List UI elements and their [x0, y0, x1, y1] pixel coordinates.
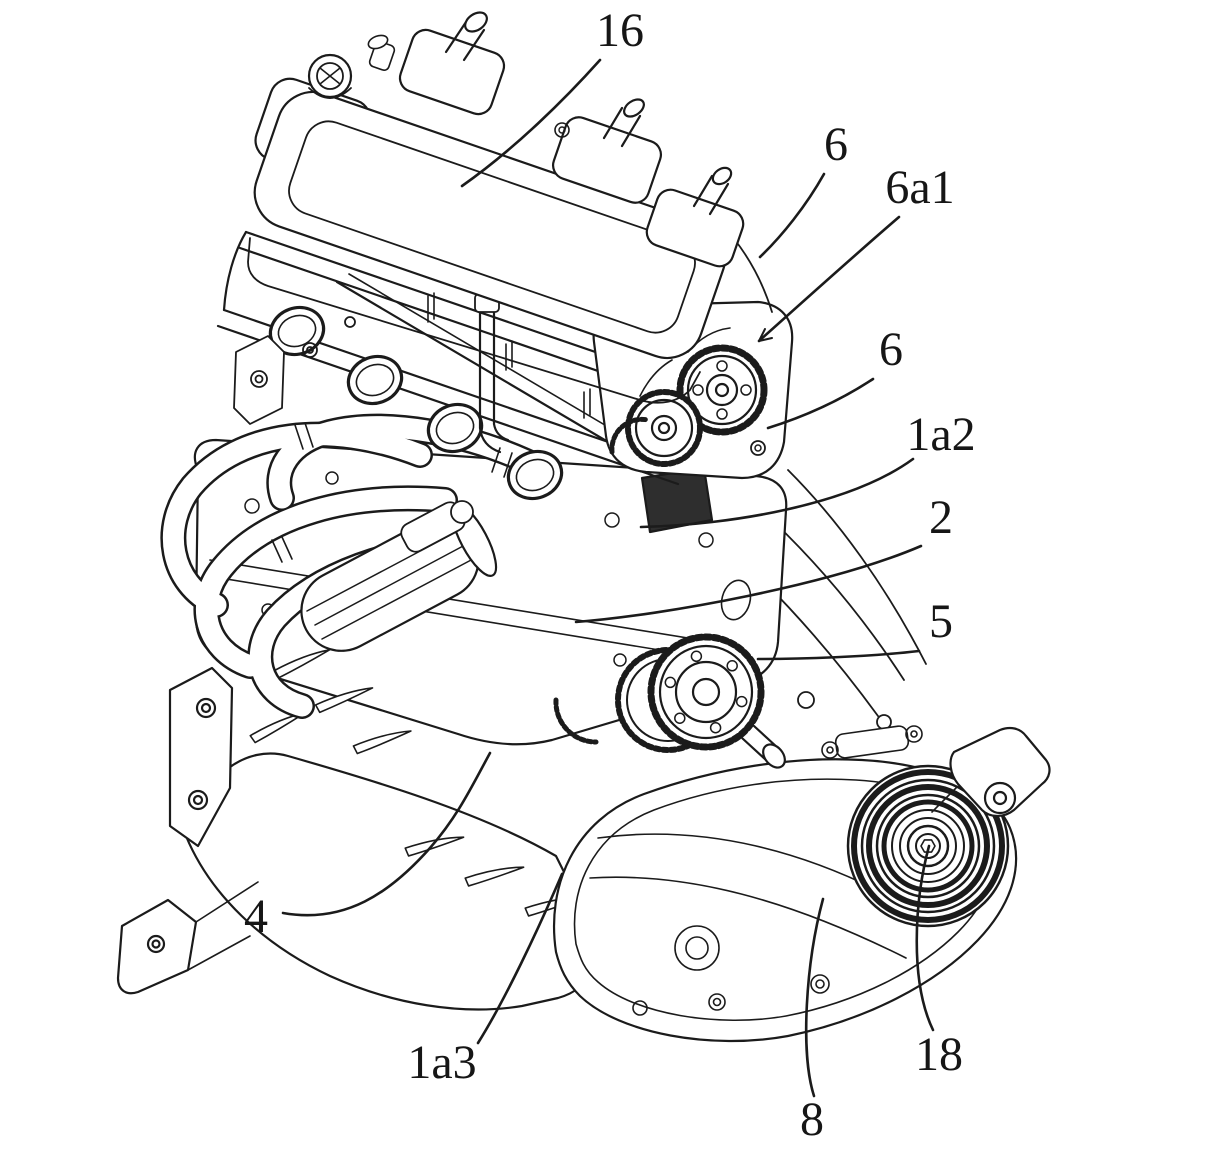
ref-label-2: 2 [929, 491, 953, 544]
cvt-top-linkage [821, 725, 923, 759]
breather-tower [367, 11, 506, 116]
leader-line-6-lower [766, 377, 875, 430]
output-gear-drawing [553, 633, 786, 769]
ref-label-4: 4 [244, 890, 268, 943]
leader-line-16 [460, 58, 602, 188]
ref-label-5: 5 [929, 595, 953, 648]
front-mount-bracket [168, 666, 234, 848]
ref-label-1a2: 1a2 [906, 408, 975, 461]
head-studs [427, 292, 591, 419]
leader-line-4 [281, 751, 492, 917]
ref-label-16: 16 [596, 4, 644, 57]
leader-line-5 [756, 649, 921, 661]
head-side-bracket [233, 316, 356, 425]
ref-label-18: 18 [915, 1028, 963, 1081]
ref-label-1a3: 1a3 [407, 1036, 476, 1089]
ref-label-8: 8 [800, 1093, 824, 1146]
fuel-rail [335, 280, 644, 464]
ref-label-6a1: 6a1 [885, 161, 954, 214]
valve-cover-drawing [247, 11, 773, 404]
leader-line-6-upper [758, 172, 826, 259]
leader-line-8 [804, 897, 825, 1098]
ref-label-6-lower: 6 [879, 323, 903, 376]
cam-sprocket [676, 344, 768, 436]
reference-labels: 16 6 6a1 6 1a2 2 5 4 1a3 8 18 [244, 4, 976, 1146]
cvt-case-drawing [552, 725, 1051, 1043]
cam-sprocket [625, 389, 703, 467]
breather-tower [552, 98, 662, 204]
lower-mount-bracket [116, 881, 259, 995]
starter-motor-drawing [300, 500, 498, 652]
leader-arrowhead [758, 328, 773, 342]
leader-line-6a1 [757, 215, 901, 343]
oil-filler-cap [307, 53, 353, 99]
breather-tower [645, 166, 745, 268]
leader-line-1a2 [639, 457, 915, 529]
hose-clamps [271, 422, 513, 563]
rear-mount-bracket [931, 726, 1051, 818]
ref-label-6-upper: 6 [824, 118, 848, 171]
leader-line-1a3 [476, 872, 564, 1045]
leader-line-2 [574, 544, 923, 624]
leader-lines [281, 58, 935, 1098]
leader-line-18 [915, 844, 935, 1032]
